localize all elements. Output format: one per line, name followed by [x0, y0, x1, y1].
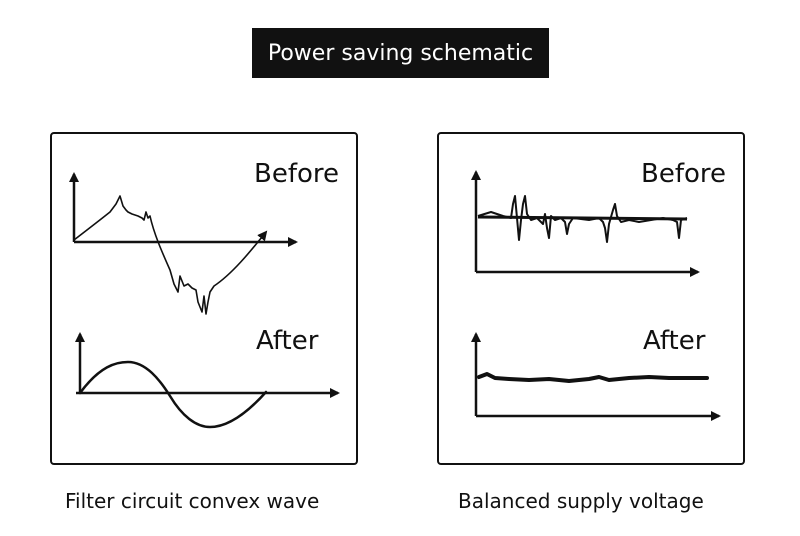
- after-axes: [75, 332, 340, 398]
- filter-circuit-graphs: [69, 172, 340, 429]
- supply-voltage-caption: Balanced supply voltage: [458, 489, 704, 513]
- before-axes: [69, 172, 298, 247]
- distorted-wave: [73, 195, 268, 315]
- filter-circuit-caption: Filter circuit convex wave: [65, 489, 320, 513]
- before-axes: [471, 170, 700, 277]
- after-label: After: [643, 326, 706, 356]
- diagram-title: Power saving schematic: [252, 28, 549, 78]
- before-label: Before: [254, 159, 340, 189]
- after-axes: [471, 332, 721, 421]
- noisy-voltage-line: [477, 195, 688, 243]
- smooth-sine-wave: [78, 360, 268, 429]
- filter-circuit-panel: Before After: [50, 132, 358, 465]
- supply-voltage-panel: Before After: [437, 132, 745, 465]
- after-label: After: [256, 326, 319, 356]
- supply-voltage-graphs: [471, 170, 721, 421]
- before-label: Before: [641, 159, 727, 189]
- stable-voltage-line: [477, 372, 709, 383]
- noisy-voltage-band: [477, 215, 688, 221]
